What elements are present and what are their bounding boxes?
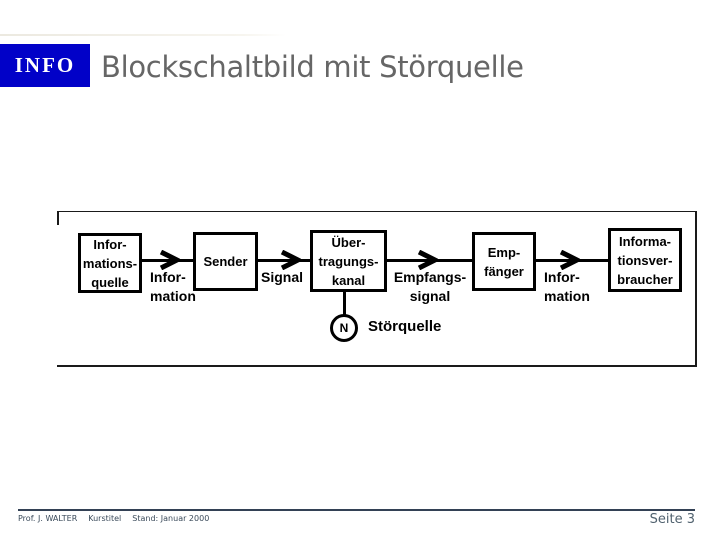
flow-label-line: mation — [150, 288, 196, 304]
block-uebertragungskanal: Über- tragungs- kanal — [310, 230, 387, 292]
block-line: Informa- — [619, 233, 671, 249]
flow-label-line: mation — [544, 288, 590, 304]
block-line: kanal — [331, 272, 366, 288]
footer-status: Stand: Januar 2000 — [132, 514, 210, 523]
block-line: Emp- — [487, 244, 521, 260]
block-sender: Sender — [193, 232, 258, 291]
flow-label-line: Infor- — [150, 269, 186, 285]
block-informationsverbraucher: Informa- tionsver- braucher — [608, 228, 682, 292]
flow-label-line: Empfangs- — [393, 269, 467, 285]
block-empfaenger: Emp- fänger — [472, 232, 536, 291]
footer-text: Prof. J. WALTER Kurstitel Stand: Januar 20… — [18, 514, 209, 523]
info-logo-text: INFO — [14, 53, 76, 77]
footer-divider-line — [18, 509, 695, 511]
block-line: tionsver- — [617, 252, 673, 268]
page-number: Seite 3 — [649, 512, 695, 527]
flow-label-empfangssignal: Empfangs- signal — [393, 268, 467, 306]
arrow-head-icon — [559, 250, 580, 270]
flow-label-information-2: Infor- mation — [544, 268, 590, 306]
footer-course: Kurstitel — [88, 514, 122, 523]
footer-author: Prof. J. WALTER — [18, 514, 78, 523]
arrow-head-icon — [159, 250, 180, 270]
page-title: Blockschaltbild mit Störquelle — [101, 50, 524, 84]
noise-connector-line — [343, 292, 346, 315]
block-line: Infor- — [93, 236, 127, 252]
block-line: mations- — [82, 255, 138, 271]
diagram-frame-left-stub — [57, 211, 59, 225]
arrow-head-icon — [280, 250, 301, 270]
flow-label-line: signal — [409, 288, 451, 304]
noise-source-label: Störquelle — [368, 318, 442, 335]
block-line: fänger — [484, 263, 524, 279]
arrow-line-1 — [141, 259, 193, 262]
block-line: Über- — [331, 234, 366, 250]
flow-label-line: Signal — [261, 269, 304, 285]
block-line: Sender — [203, 254, 248, 269]
arrow-head-icon — [417, 250, 438, 270]
block-line: quelle — [91, 274, 129, 290]
diagram-frame — [57, 211, 697, 367]
noise-source-circle: N — [330, 314, 358, 342]
flow-label-information-1: Infor- mation — [150, 268, 196, 306]
arrow-line-2 — [258, 259, 310, 262]
block-line: tragungs- — [318, 253, 379, 269]
block-informationsquelle: Infor- mations- quelle — [78, 233, 142, 293]
header-faint-divider — [0, 34, 286, 36]
noise-symbol: N — [339, 321, 349, 335]
flow-label-signal: Signal — [261, 268, 303, 287]
block-line: braucher — [617, 271, 673, 287]
info-logo: INFO — [0, 44, 90, 87]
flow-label-line: Infor- — [544, 269, 580, 285]
